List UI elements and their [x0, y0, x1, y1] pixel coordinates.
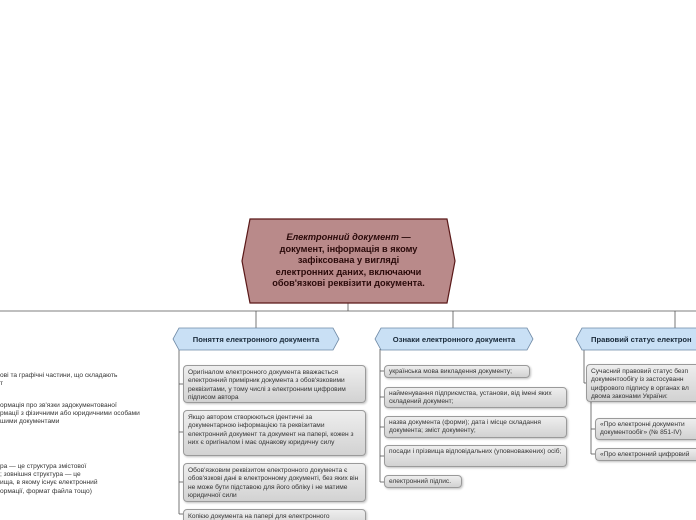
root-title-rest: — документ, інформація в якому зафіксова… — [272, 232, 425, 289]
concept-note-copy[interactable]: Копією документа на папері для електронн… — [183, 509, 366, 520]
concept-note-original[interactable]: Оригіналом електронного документа вважає… — [183, 365, 366, 403]
features-note-text: назва документа (форми); дата і місце ск… — [389, 419, 541, 435]
status-note-text: «Про електронні документи документообіг»… — [600, 421, 685, 437]
features-note-text: посади і прізвища відповідальних (уповно… — [389, 448, 562, 455]
branch-features[interactable]: Ознаки електронного документа — [375, 328, 533, 350]
concept-note-text: Обов'язковим реквізитом електронного док… — [188, 467, 359, 499]
status-note-law-signature[interactable]: «Про електронний цифровий — [595, 448, 696, 461]
features-note-language[interactable]: українська мова викладення документу; — [384, 365, 530, 378]
left-text-links: ормація про зв'язки задокументованої рма… — [0, 402, 140, 426]
root-node-shape[interactable] — [241, 218, 456, 304]
status-note-text: Сучасний правовий статус безп документоо… — [591, 368, 689, 400]
features-note-text: найменування підприємства, установи, від… — [389, 390, 552, 406]
status-note-law-851[interactable]: «Про електронні документи документообіг»… — [595, 418, 696, 440]
features-note-text: українська мова викладення документу; — [389, 368, 512, 375]
root-node[interactable]: Електронний документ — документ, інформа… — [242, 219, 455, 303]
branch-concept[interactable]: Поняття електронного документа — [173, 328, 339, 350]
concept-note-identical[interactable]: Якщо автором створюються ідентичні за до… — [183, 410, 366, 456]
features-note-positions[interactable]: посади і прізвища відповідальних (уповно… — [384, 445, 567, 467]
branch-shape-features[interactable] — [374, 327, 534, 351]
branch-features-label: Ознаки електронного документа — [392, 334, 516, 344]
concept-note-text: Оригіналом електронного документа вважає… — [188, 369, 346, 401]
features-note-enterprise[interactable]: найменування підприємства, установи, від… — [384, 387, 567, 408]
features-note-signature[interactable]: електронний підпис. — [384, 475, 462, 488]
root-node-text: Електронний документ — документ, інформа… — [268, 232, 429, 289]
branch-status-label: Правовий статус електрон — [591, 334, 692, 344]
features-note-title-date[interactable]: назва документа (форми); дата і місце ск… — [384, 416, 567, 438]
branch-status[interactable]: Правовий статус електрон — [576, 328, 696, 350]
branch-concept-label: Поняття електронного документа — [192, 334, 320, 344]
branch-shape-status[interactable] — [575, 327, 696, 351]
concept-note-text: Якщо автором створюються ідентичні за до… — [188, 414, 354, 446]
features-note-text: електронний підпис. — [389, 478, 452, 485]
concept-note-requisite[interactable]: Обов'язковим реквізитом електронного док… — [183, 463, 366, 502]
status-note-intro[interactable]: Сучасний правовий статус безп документоо… — [586, 364, 696, 402]
branch-shape-concept[interactable] — [172, 327, 340, 351]
status-note-text: «Про електронний цифровий — [600, 451, 690, 458]
concept-note-text: Копією документа на папері для електронн… — [188, 513, 330, 520]
left-text-parts: ові та графічні частини, що складають т — [0, 372, 118, 388]
root-title-emphasis: Електронний документ — [286, 232, 399, 243]
left-text-structure: ра — це структура змістової ; зовнішня с… — [0, 463, 98, 495]
